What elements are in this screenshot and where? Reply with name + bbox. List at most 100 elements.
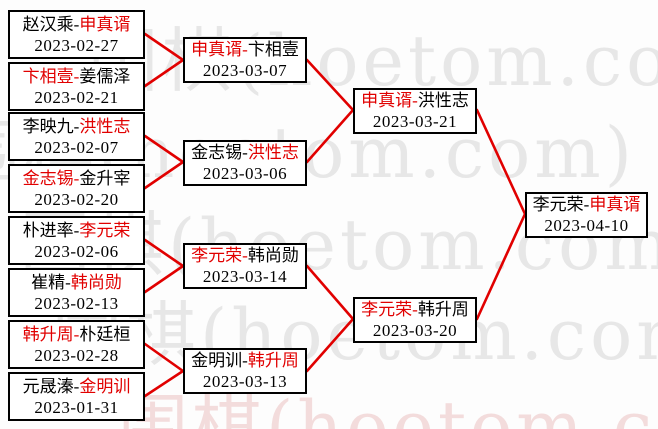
match-date: 2023-03-07	[202, 61, 288, 80]
separator: -	[65, 272, 71, 292]
player-name: 申真谞	[589, 195, 641, 214]
player-name: 申真谞	[361, 91, 413, 110]
player-name: 洪性志	[79, 116, 131, 136]
player-name: 元晟溱	[22, 376, 74, 396]
player-name: 朴廷桓	[79, 324, 131, 344]
match-date: 2023-02-28	[34, 345, 119, 365]
separator: -	[73, 14, 80, 34]
match-players: 申真谞-卞相壹	[191, 39, 299, 60]
match-box-round1-4: 金志锡-金升宰 2023-02-20	[8, 164, 145, 213]
match-date: 2023-04-10	[544, 216, 629, 235]
match-date: 2023-02-13	[34, 293, 119, 313]
match-date: 2023-02-20	[34, 189, 119, 209]
player-name: 申真谞	[79, 14, 131, 34]
player-name: 洪性志	[417, 91, 469, 110]
player-name: 韩升周	[247, 351, 299, 370]
player-name: 金明训	[79, 376, 131, 396]
player-name: 朴进率	[22, 220, 74, 240]
match-players: 李元荣-韩尚勋	[191, 245, 299, 266]
match-players: 韩升周-朴廷桓	[23, 324, 131, 345]
player-name: 洪性志	[247, 143, 299, 162]
match-date: 2023-03-13	[202, 372, 288, 391]
match-players: 金志锡-金升宰	[23, 168, 131, 189]
match-box-final: 李元荣-申真谞 2023-04-10	[525, 192, 648, 238]
player-name: 李元荣	[361, 300, 413, 319]
player-name: 姜儒泽	[79, 66, 131, 86]
connector-line	[143, 32, 185, 62]
match-box-round1-7: 韩升周-朴廷桓 2023-02-28	[8, 320, 145, 369]
match-players: 卞相壹-姜儒泽	[23, 66, 131, 87]
match-box-semifinal-2: 李元荣-韩升周 2023-03-20	[353, 297, 477, 343]
player-name: 赵汉乘	[22, 14, 74, 34]
match-players: 金志锡-洪性志	[191, 142, 299, 163]
player-name: 李元荣	[79, 220, 131, 240]
separator: -	[73, 116, 80, 136]
separator: -	[73, 376, 80, 396]
connector-line	[143, 160, 185, 190]
player-name: 李映九	[22, 116, 74, 136]
match-players: 申真谞-洪性志	[361, 90, 469, 111]
connector-line	[305, 264, 355, 321]
separator: -	[242, 40, 248, 59]
player-name: 李元荣	[532, 195, 584, 214]
player-name: 李元荣	[191, 246, 243, 265]
match-players: 朴进率-李元荣	[23, 220, 131, 241]
separator: -	[73, 168, 80, 188]
match-box-round2-4: 金明训-韩升周 2023-03-13	[183, 348, 307, 394]
player-name: 韩尚勋	[247, 246, 299, 265]
connector-line	[143, 264, 185, 294]
match-players: 元晟溱-金明训	[23, 376, 131, 397]
separator: -	[73, 324, 80, 344]
separator: -	[583, 195, 590, 214]
separator: -	[242, 351, 248, 370]
match-players: 李元荣-申真谞	[533, 194, 641, 215]
player-name: 申真谞	[191, 40, 243, 59]
separator: -	[73, 220, 80, 240]
connector-line	[143, 238, 185, 268]
connector-line	[143, 58, 185, 88]
player-name: 金志锡	[191, 143, 243, 162]
match-date: 2023-03-14	[202, 267, 288, 286]
connector-line	[143, 134, 185, 164]
connector-line	[143, 369, 185, 398]
player-name: 卞相壹	[247, 40, 299, 59]
connector-line	[305, 108, 355, 164]
match-box-round1-8: 元晟溱-金明训 2023-01-31	[8, 372, 145, 421]
match-box-round1-6: 崔精-韩尚勋 2023-02-13	[8, 268, 145, 317]
player-name: 崔精	[31, 272, 66, 292]
match-box-round2-1: 申真谞-卞相壹 2023-03-07	[183, 37, 307, 83]
match-date: 2023-03-21	[372, 112, 458, 131]
separator: -	[242, 143, 248, 162]
player-name: 金升宰	[79, 168, 131, 188]
connector-line	[305, 58, 355, 112]
match-date: 2023-02-27	[34, 35, 119, 55]
connector-line	[143, 342, 185, 373]
match-box-round1-3: 李映九-洪性志 2023-02-07	[8, 112, 145, 161]
match-players: 金明训-韩升周	[191, 350, 299, 371]
connector-line	[475, 212, 527, 321]
match-players: 李元荣-韩升周	[361, 299, 469, 320]
match-date: 2023-02-06	[34, 241, 119, 261]
match-players: 崔精-韩尚勋	[31, 272, 122, 293]
player-name: 韩升周	[22, 324, 74, 344]
match-box-round1-1: 赵汉乘-申真谞 2023-02-27	[8, 10, 145, 59]
connector-line	[305, 317, 355, 373]
match-box-round1-5: 朴进率-李元荣 2023-02-06	[8, 216, 145, 265]
match-players: 赵汉乘-申真谞	[23, 14, 131, 35]
match-box-round2-2: 金志锡-洪性志 2023-03-06	[183, 140, 307, 186]
separator: -	[242, 246, 248, 265]
connector-line	[475, 108, 527, 216]
match-date: 2023-03-20	[372, 321, 458, 340]
match-date: 2023-02-07	[34, 137, 119, 157]
match-box-round1-2: 卞相壹-姜儒泽 2023-02-21	[8, 62, 145, 111]
separator: -	[412, 300, 418, 319]
player-name: 金志锡	[22, 168, 74, 188]
separator: -	[73, 66, 80, 86]
separator: -	[412, 91, 418, 110]
player-name: 韩尚勋	[70, 272, 122, 292]
watermark-text: 围棋(hoetom.com)	[118, 386, 658, 429]
match-date: 2023-03-06	[202, 164, 288, 183]
match-date: 2023-01-31	[34, 397, 119, 417]
